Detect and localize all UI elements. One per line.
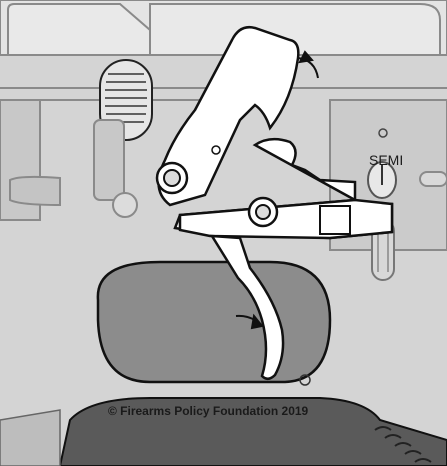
motion-arrow-icon — [235, 313, 264, 330]
selector-label: SEMI — [369, 152, 403, 168]
copyright-credit: © Firearms Policy Foundation 2019 — [108, 404, 309, 418]
pistol-grip — [0, 397, 447, 466]
motion-arrow-icon — [297, 50, 319, 79]
trigger-assembly — [173, 137, 394, 380]
bolt-catch — [93, 59, 153, 218]
selector-dot — [378, 128, 388, 138]
hammer — [155, 26, 300, 207]
trigger-guard — [96, 260, 332, 386]
